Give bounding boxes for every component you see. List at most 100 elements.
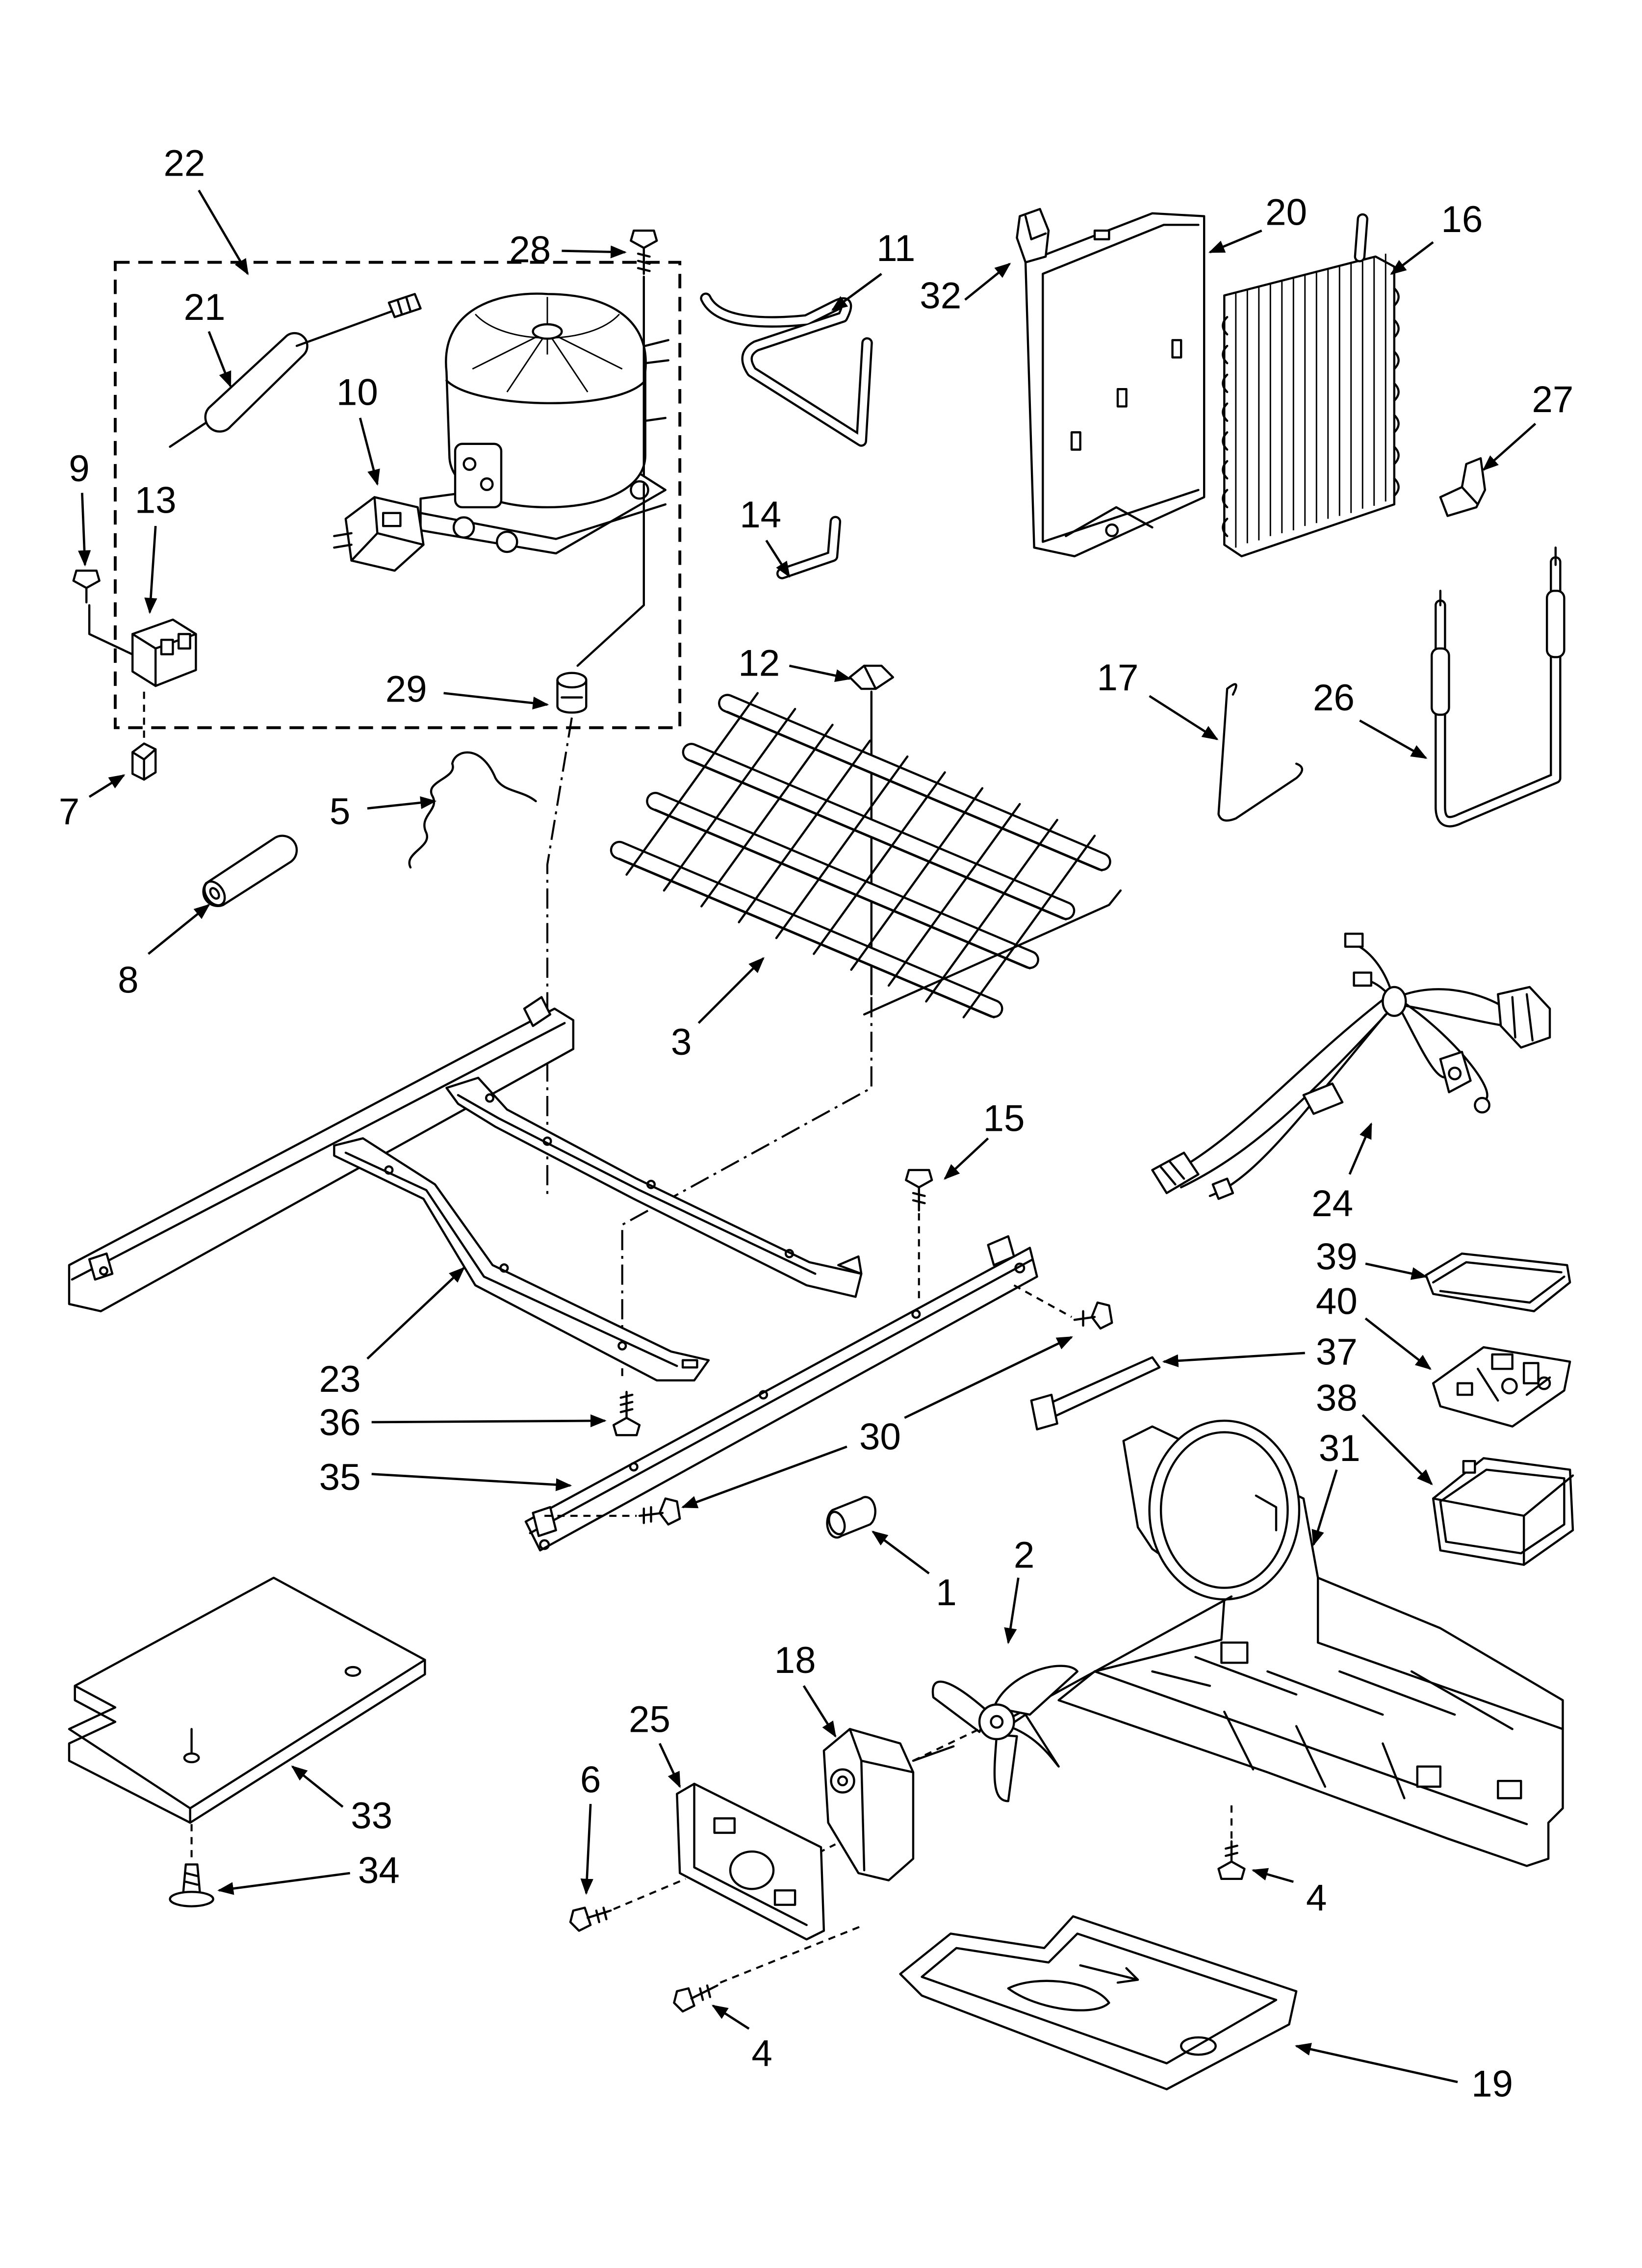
base-screw-right	[1217, 1840, 1246, 1880]
callout-arrow-29	[443, 692, 549, 710]
screw-to-overload-line	[88, 604, 140, 658]
start-relay	[333, 496, 425, 572]
callout-arrow-34	[217, 1872, 350, 1895]
callout-arrow-39	[1365, 1262, 1428, 1280]
callout-arrow-1	[872, 1531, 930, 1575]
callout-4-bottom: 4	[751, 2033, 772, 2075]
callout-23: 23	[319, 1358, 361, 1400]
callout-9: 9	[69, 448, 89, 490]
condenser-clip	[1016, 208, 1050, 263]
callout-7: 7	[59, 791, 79, 833]
callout-arrow-36	[371, 1414, 607, 1428]
rear-crossbar-rail	[445, 1076, 863, 1298]
callout-19: 19	[1471, 2063, 1513, 2105]
callout-40: 40	[1316, 1281, 1358, 1323]
evaporator-coil	[610, 692, 1122, 1018]
callout-13: 13	[135, 480, 177, 521]
front-rail-screw	[638, 1497, 681, 1526]
rail-screw-top	[905, 1169, 933, 1212]
callout-arrow-14	[765, 540, 791, 578]
callout-arrow-10	[359, 417, 380, 486]
callout-arrow-37	[1162, 1352, 1305, 1367]
floor-cover-panel	[68, 1576, 426, 1824]
callout-arrow-4-bottom	[711, 2005, 750, 2030]
callout-arrow-28	[562, 245, 627, 259]
callout-20: 20	[1265, 191, 1307, 233]
callout-arrow-35	[371, 1473, 572, 1491]
rail-end-screw	[1073, 1301, 1113, 1330]
callout-21: 21	[184, 287, 226, 328]
callout-arrow-19	[1294, 2043, 1458, 2084]
callout-34: 34	[358, 1850, 400, 1892]
callout-arrow-27	[1482, 422, 1537, 471]
callout-32: 32	[920, 275, 961, 317]
terminal-cap	[131, 742, 157, 781]
drier	[169, 293, 422, 448]
callout-17: 17	[1097, 657, 1139, 699]
front-rail	[524, 1235, 1038, 1552]
callout-22: 22	[163, 143, 205, 184]
callout-26: 26	[1313, 677, 1355, 719]
callout-18: 18	[774, 1640, 816, 1681]
suction-tube	[776, 516, 842, 579]
callout-10: 10	[336, 371, 378, 413]
bracket-screw	[569, 1906, 612, 1932]
bottom-screw-line	[719, 1924, 865, 1984]
callout-arrow-3	[697, 957, 765, 1024]
callout-arrow-25	[658, 1743, 681, 1788]
callout-arrow-22	[198, 189, 249, 276]
end-screw-line	[1013, 1284, 1073, 1318]
callout-arrow-33	[291, 1765, 344, 1808]
fan-blade	[931, 1665, 1078, 1802]
callout-arrow-38	[1361, 1414, 1433, 1486]
condenser-bracket	[1439, 457, 1487, 517]
coil-to-rail-line	[621, 997, 872, 1376]
callout-35: 35	[319, 1457, 361, 1498]
callout-16: 16	[1441, 199, 1483, 240]
callout-arrow-13	[144, 525, 157, 614]
callout-arrow-7	[88, 774, 126, 798]
callout-arrow-20	[1208, 229, 1262, 254]
callout-arrow-4-right	[1251, 1868, 1294, 1883]
callout-arrow-11	[831, 273, 882, 311]
base-screw-bottom	[673, 1984, 718, 2013]
push-pin	[169, 1863, 214, 1907]
callout-arrow-16	[1390, 241, 1434, 275]
callout-arrow-17	[1149, 695, 1219, 740]
callout-arrow-32	[964, 262, 1011, 301]
control-board	[1432, 1346, 1571, 1428]
callout-38: 38	[1316, 1377, 1358, 1419]
relay-screw	[72, 569, 101, 604]
callout-arrow-12	[789, 664, 851, 682]
callout-8: 8	[118, 960, 138, 1001]
grommet	[556, 672, 588, 714]
callout-arrow-2	[1004, 1577, 1020, 1644]
callout-6: 6	[580, 1759, 601, 1801]
callout-arrow-15	[944, 1137, 989, 1180]
callout-arrow-30a	[681, 1445, 847, 1509]
callout-labels: 22 28 11 20 16 32 21 10 9 13 27 14 12 29…	[59, 143, 1574, 2105]
callout-arrow-40	[1364, 1317, 1432, 1370]
callout-arrow-21	[207, 331, 232, 388]
control-box	[1432, 1457, 1574, 1566]
callout-arrow-18	[802, 1685, 837, 1738]
callout-33: 33	[351, 1795, 392, 1837]
screw-to-bracket-line	[613, 1877, 686, 1910]
compressor-mounting-screw	[630, 229, 658, 275]
compressor	[419, 292, 669, 555]
overload-protector	[131, 618, 197, 687]
callout-27: 27	[1532, 379, 1573, 420]
tube-assembly-with-driers	[1431, 547, 1565, 828]
evaporator-clip	[848, 664, 895, 690]
screw-to-grommet-line	[576, 275, 645, 667]
callout-12: 12	[738, 643, 780, 684]
callout-arrow-31	[1311, 1469, 1338, 1546]
discharge-tube	[700, 292, 873, 447]
callout-1: 1	[936, 1572, 956, 1614]
callout-arrow-24	[1348, 1122, 1373, 1175]
rail-screw-bottom	[612, 1390, 641, 1436]
callout-30: 30	[859, 1416, 901, 1458]
callout-arrow-9	[77, 493, 91, 567]
drain-pan	[899, 1915, 1298, 2090]
callout-2: 2	[1014, 1534, 1034, 1576]
